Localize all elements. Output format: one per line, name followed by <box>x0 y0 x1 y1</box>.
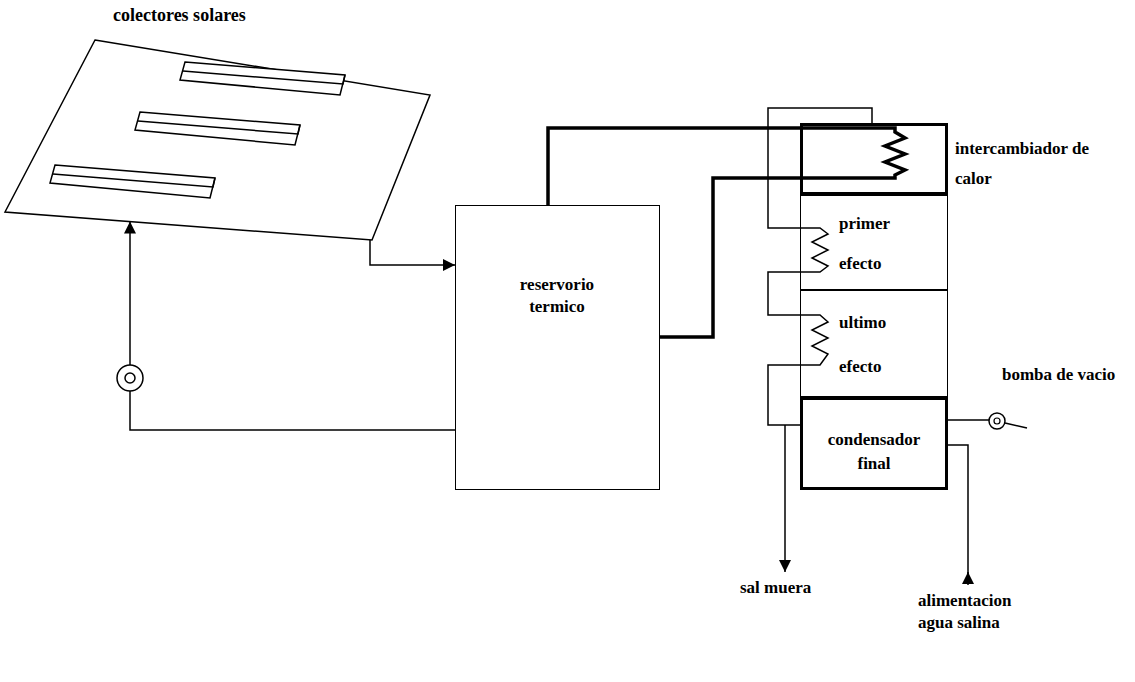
pipe-connector <box>768 365 800 425</box>
effect-box: primer efecto <box>800 195 948 290</box>
vacuum-pump-symbol <box>989 413 1005 429</box>
vacuum-line <box>948 419 989 421</box>
feed-arrow <box>967 572 969 585</box>
pipe-connector <box>660 178 800 337</box>
node-text: ultimo efecto <box>839 301 913 389</box>
collector-prism <box>50 165 215 198</box>
collector-prism <box>135 112 300 145</box>
feed-line <box>948 445 968 582</box>
node-text: colectores solares <box>113 4 353 26</box>
effect-coil <box>800 315 828 365</box>
brine-outlet-line <box>784 425 786 572</box>
pipe-connector <box>548 128 800 205</box>
vacuum-line <box>1005 423 1027 428</box>
panel-outline <box>5 40 430 240</box>
collector-ridge <box>138 121 300 134</box>
collector-ridge <box>53 174 215 187</box>
solar-panel-outline <box>0 0 432 242</box>
pump-symbol <box>117 365 143 391</box>
pump-symbol <box>125 373 135 383</box>
pipe-connector <box>130 222 455 431</box>
pipe-connector <box>370 240 455 265</box>
component-label: bomba de vacio <box>1002 364 1120 386</box>
pipe-connector <box>768 272 800 315</box>
condenser-box: condensador final <box>800 397 948 490</box>
collector-ridge <box>183 71 345 84</box>
inlet-label: alimentacion agua salina <box>918 590 1030 634</box>
heat-exchanger-box: intercambiador de calor <box>800 123 948 195</box>
collector-prism <box>180 62 345 95</box>
thermal-reservoir-box: reservorio termico <box>455 205 660 490</box>
vacuum-pump-symbol <box>994 418 1000 424</box>
node-text: primer efecto <box>839 204 913 284</box>
node-text: intercambiador de calor <box>955 134 1105 194</box>
pipe-connector <box>768 108 872 228</box>
effect-box: ultimo efecto <box>800 290 948 397</box>
outlet-label: sal muera <box>740 578 811 598</box>
solar-collector-panel: colectores solares <box>0 0 432 242</box>
node-text: condensador final <box>811 428 937 476</box>
effect-coil <box>800 228 828 272</box>
node-text: reservorio termico <box>506 274 608 318</box>
heating-coil <box>800 128 905 178</box>
